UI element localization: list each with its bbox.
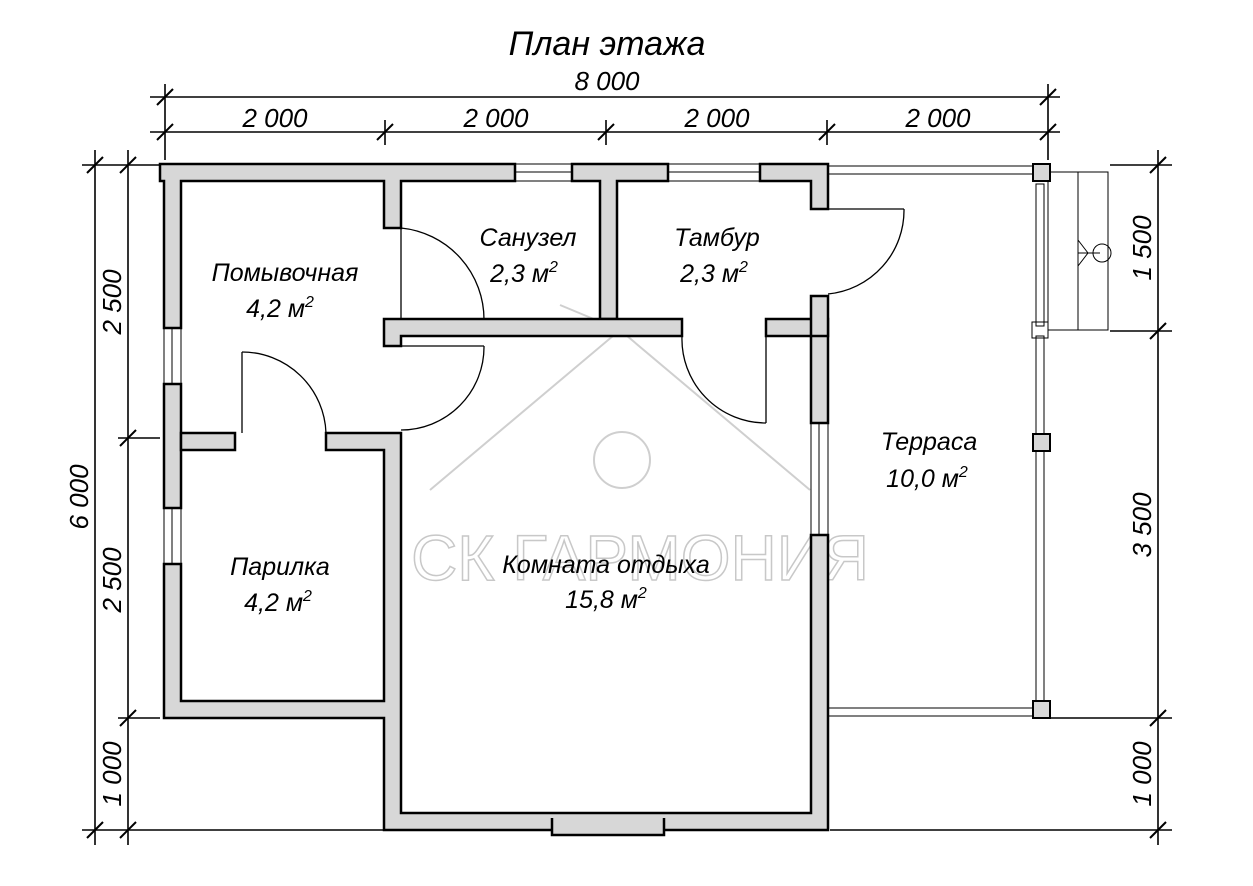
dimension-label: 1 000 — [1127, 741, 1157, 807]
dimension-label: 2 000 — [904, 103, 971, 133]
room-name: Помывочная — [212, 259, 359, 287]
room-area: 4,2 м2 — [244, 588, 312, 617]
room-name: Санузел — [479, 224, 576, 252]
room-name: Комната отдыха — [502, 551, 710, 579]
dimension-right: 1 500 3 500 1 000 — [830, 150, 1172, 845]
room-terrasa: Терраса 10,0 м2 — [881, 428, 978, 493]
room-tambur: Тамбур 2,3 м2 — [674, 224, 760, 288]
room-pomyvochnaya: Помывочная 4,2 м2 — [212, 259, 359, 323]
dimension-left: 6 000 2 500 2 500 1 000 — [64, 150, 385, 845]
dimension-label: 2 500 — [97, 547, 127, 614]
room-area: 2,3 м2 — [679, 259, 748, 288]
room-komnata-otdykha: Комната отдыха 15,8 м2 — [502, 551, 710, 614]
dimension-label: 2 000 — [241, 103, 308, 133]
dimension-label: 1 500 — [1127, 215, 1157, 281]
room-area: 15,8 м2 — [565, 585, 647, 614]
room-name: Парилка — [230, 553, 330, 581]
watermark-text: СК ГАРМОНИЯ — [411, 522, 869, 594]
dimension-label: 2 000 — [462, 103, 529, 133]
dimension-label: 2 500 — [97, 269, 127, 336]
room-area: 4,2 м2 — [246, 294, 314, 323]
room-area: 10,0 м2 — [886, 464, 968, 493]
walls — [158, 162, 1051, 837]
doors — [241, 208, 905, 434]
dimension-top-segments: 2 000 2 000 2 000 2 000 — [150, 103, 1060, 145]
room-sanuzel: Санузел 2,3 м2 — [479, 224, 576, 288]
dimension-label: 8 000 — [574, 66, 640, 96]
dimension-label: 3 500 — [1127, 492, 1157, 558]
room-area: 2,3 м2 — [489, 259, 558, 288]
dimension-overall-width: 8 000 — [150, 66, 1060, 160]
room-name: Терраса — [881, 428, 978, 456]
plan-title: План этажа — [509, 25, 706, 63]
dimension-label: 2 000 — [683, 103, 750, 133]
watermark: СК ГАРМОНИЯ — [410, 304, 870, 595]
room-parilka: Парилка 4,2 м2 — [230, 553, 330, 617]
room-name: Тамбур — [674, 224, 760, 252]
dimension-label: 6 000 — [64, 464, 94, 530]
terrace-steps — [1031, 171, 1112, 339]
dimension-label: 1 000 — [97, 741, 127, 807]
